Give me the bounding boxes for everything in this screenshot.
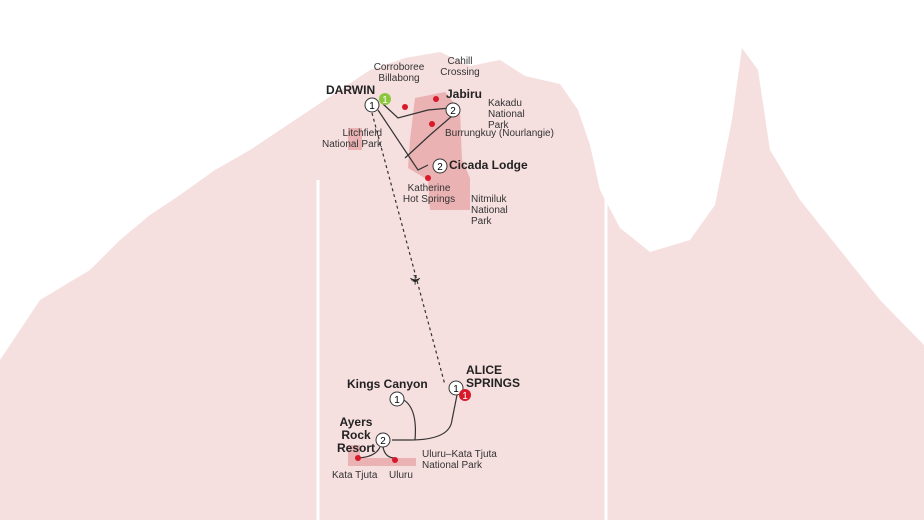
label-burrungkuy: Burrungkuy (Nourlangie) <box>445 128 554 139</box>
label-darwin: DARWIN <box>326 83 376 97</box>
night-circles: 1 2 2 1 1 2 1 1 <box>364 93 471 448</box>
uluru-park <box>348 445 416 466</box>
label-kata-tjuta: Kata Tjuta <box>332 470 378 481</box>
label-cahill: Cahill Crossing <box>440 56 480 78</box>
label-kakadu: Kakadu National Park <box>488 98 525 131</box>
litchfield-park <box>348 128 362 150</box>
kakadu-park <box>408 92 470 210</box>
label-uluru: Uluru <box>389 470 413 481</box>
label-ayers: Ayers Rock Resort <box>336 415 375 455</box>
start-marker: 1 <box>382 95 388 106</box>
label-cicada: Cicada Lodge <box>449 158 528 172</box>
label-nitmiluk: Nitmiluk National Park <box>471 194 508 227</box>
end-marker: 1 <box>462 391 468 402</box>
svg-text:2: 2 <box>437 162 443 173</box>
label-kings: Kings Canyon <box>347 377 428 391</box>
label-corroboree: Corroboree Billabong <box>373 62 425 84</box>
label-litchfield: Litchfield National Park <box>321 128 382 150</box>
label-katherine: Katherine Hot Springs <box>402 183 456 205</box>
svg-text:2: 2 <box>380 436 386 447</box>
label-jabiru: Jabiru <box>446 87 483 101</box>
label-alice: ALICE SPRINGS <box>466 363 521 390</box>
airplane-icon: ✈ <box>407 274 423 286</box>
stop-markers <box>355 96 439 463</box>
label-uluru-park: Uluru–Kata Tjuta National Park <box>422 449 497 471</box>
svg-text:1: 1 <box>453 384 459 395</box>
svg-text:1: 1 <box>369 101 375 112</box>
australia-land <box>0 48 924 520</box>
svg-text:1: 1 <box>394 395 400 406</box>
svg-text:2: 2 <box>450 106 456 117</box>
